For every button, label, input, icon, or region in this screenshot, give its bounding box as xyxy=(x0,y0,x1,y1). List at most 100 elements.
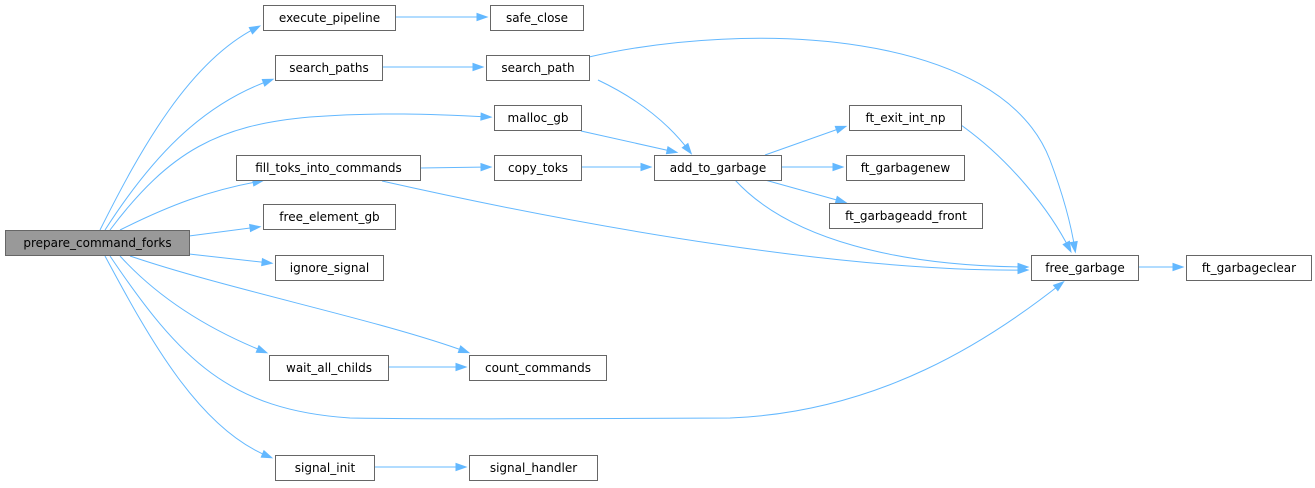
edge-line xyxy=(764,179,845,203)
arrowhead-icon xyxy=(681,142,693,155)
node-ft-exit-int-np[interactable]: ft_exit_int_np xyxy=(849,105,962,131)
edge-prepare_command_forks-to-search_paths xyxy=(104,78,275,231)
edge-line xyxy=(104,255,271,458)
node-label: add_to_garbage xyxy=(670,161,767,175)
node-label: signal_handler xyxy=(490,461,577,475)
edge-add_to_garbage-to-ft_garbagenew xyxy=(781,162,845,172)
edge-line xyxy=(764,126,845,156)
arrowhead-icon xyxy=(261,78,275,87)
node-box xyxy=(846,155,965,181)
edge-line xyxy=(381,180,1027,271)
node-prepare-command-forks[interactable]: prepare_command_forks xyxy=(5,230,190,256)
edge-line xyxy=(597,79,691,153)
node-copy-toks[interactable]: copy_toks xyxy=(494,155,582,181)
edge-search_path-to-free_garbage xyxy=(588,37,1078,254)
arrowhead-icon xyxy=(1052,280,1065,292)
node-count-commands[interactable]: count_commands xyxy=(469,355,607,381)
node-add-to-garbage[interactable]: add_to_garbage xyxy=(654,155,782,181)
edge-execute_pipeline-to-safe_close xyxy=(395,12,489,22)
node-label: search_paths xyxy=(289,61,368,75)
arrowhead-icon xyxy=(834,125,848,134)
node-box xyxy=(486,55,590,81)
node-ft-garbageadd-front[interactable]: ft_garbageadd_front xyxy=(829,203,983,229)
edge-copy_toks-to-add_to_garbage xyxy=(581,162,653,172)
node-label: ft_garbageadd_front xyxy=(845,209,967,223)
node-label: free_garbage xyxy=(1045,261,1125,275)
node-box xyxy=(469,455,598,481)
arrowhead-icon xyxy=(248,25,262,35)
edge-line xyxy=(588,37,1076,251)
node-label: count_commands xyxy=(485,361,591,375)
arrowhead-icon xyxy=(472,62,485,72)
arrowhead-icon xyxy=(832,162,845,172)
edge-line xyxy=(109,255,1063,420)
edge-signal_init-to-signal_handler xyxy=(374,462,468,472)
node-label: fill_toks_into_commands xyxy=(255,161,402,175)
edge-prepare_command_forks-to-wait_all_childs xyxy=(119,255,269,354)
node-box xyxy=(263,5,396,31)
edge-free_garbage-to-ft_garbageclear xyxy=(1138,262,1185,272)
node-label: execute_pipeline xyxy=(279,11,380,25)
arrowhead-icon xyxy=(480,162,493,172)
edge-prepare_command_forks-to-fill_toks_into_commands xyxy=(119,178,265,231)
edge-add_to_garbage-to-ft_garbageadd_front xyxy=(764,179,848,204)
arrowhead-icon xyxy=(261,257,274,267)
edge-add_to_garbage-to-ft_exit_int_np xyxy=(764,125,848,156)
arrowhead-icon xyxy=(1017,262,1030,272)
node-signal-init[interactable]: signal_init xyxy=(275,455,375,481)
node-ignore-signal[interactable]: ignore_signal xyxy=(275,255,384,281)
node-label: ft_exit_int_np xyxy=(866,111,946,125)
arrowhead-icon xyxy=(665,146,679,155)
node-box xyxy=(269,355,389,381)
node-malloc-gb[interactable]: malloc_gb xyxy=(494,105,582,131)
node-box xyxy=(494,155,582,181)
node-box xyxy=(275,255,384,281)
edge-prepare_command_forks-to-count_commands xyxy=(129,255,471,354)
edge-line xyxy=(119,255,266,353)
node-ft-garbagenew[interactable]: ft_garbagenew xyxy=(846,155,965,181)
arrowhead-icon xyxy=(1069,240,1078,254)
edge-search_paths-to-search_path xyxy=(382,62,485,72)
node-ft-garbageclear[interactable]: ft_garbageclear xyxy=(1186,255,1312,281)
edge-line xyxy=(109,113,490,231)
edge-ft_exit_int_np-to-free_garbage xyxy=(960,124,1072,254)
node-box xyxy=(1186,255,1312,281)
node-fill-toks-into-commands[interactable]: fill_toks_into_commands xyxy=(236,155,421,181)
node-label: safe_close xyxy=(506,11,568,25)
node-label: malloc_gb xyxy=(508,111,569,125)
node-label: signal_init xyxy=(295,461,356,475)
node-search-path[interactable]: search_path xyxy=(486,55,590,81)
edge-fill_toks_into_commands-to-copy_toks xyxy=(419,162,493,172)
edge-prepare_command_forks-to-execute_pipeline xyxy=(99,25,262,231)
node-box xyxy=(654,155,782,181)
node-wait-all-childs[interactable]: wait_all_childs xyxy=(269,355,389,381)
node-label: prepare_command_forks xyxy=(23,236,171,250)
node-safe-close[interactable]: safe_close xyxy=(490,5,584,31)
edge-add_to_garbage-to-free_garbage xyxy=(734,179,1030,272)
node-box xyxy=(1031,255,1139,281)
node-box xyxy=(490,5,584,31)
arrowhead-icon xyxy=(834,195,848,204)
edge-line xyxy=(119,180,262,231)
node-execute-pipeline[interactable]: execute_pipeline xyxy=(263,5,396,31)
node-free-garbage[interactable]: free_garbage xyxy=(1031,255,1139,281)
arrowhead-icon xyxy=(480,112,493,121)
edge-malloc_gb-to-add_to_garbage xyxy=(580,130,679,155)
node-box xyxy=(829,203,983,229)
arrowhead-icon xyxy=(260,449,274,459)
node-box xyxy=(469,355,607,381)
edge-line xyxy=(960,124,1071,251)
node-label: wait_all_childs xyxy=(286,361,372,375)
node-box xyxy=(275,55,383,81)
arrowhead-icon xyxy=(476,12,489,22)
node-signal-handler[interactable]: signal_handler xyxy=(469,455,598,481)
node-free-element-gb[interactable]: free_element_gb xyxy=(263,204,396,230)
edge-line xyxy=(734,179,1027,268)
node-search-paths[interactable]: search_paths xyxy=(275,55,383,81)
arrowhead-icon xyxy=(1172,262,1185,272)
node-box xyxy=(263,204,396,230)
edge-prepare_command_forks-to-signal_init xyxy=(104,255,274,459)
edge-line xyxy=(188,253,271,264)
edge-prepare_command_forks-to-malloc_gb xyxy=(109,112,493,231)
node-label: ft_garbagenew xyxy=(861,161,951,175)
